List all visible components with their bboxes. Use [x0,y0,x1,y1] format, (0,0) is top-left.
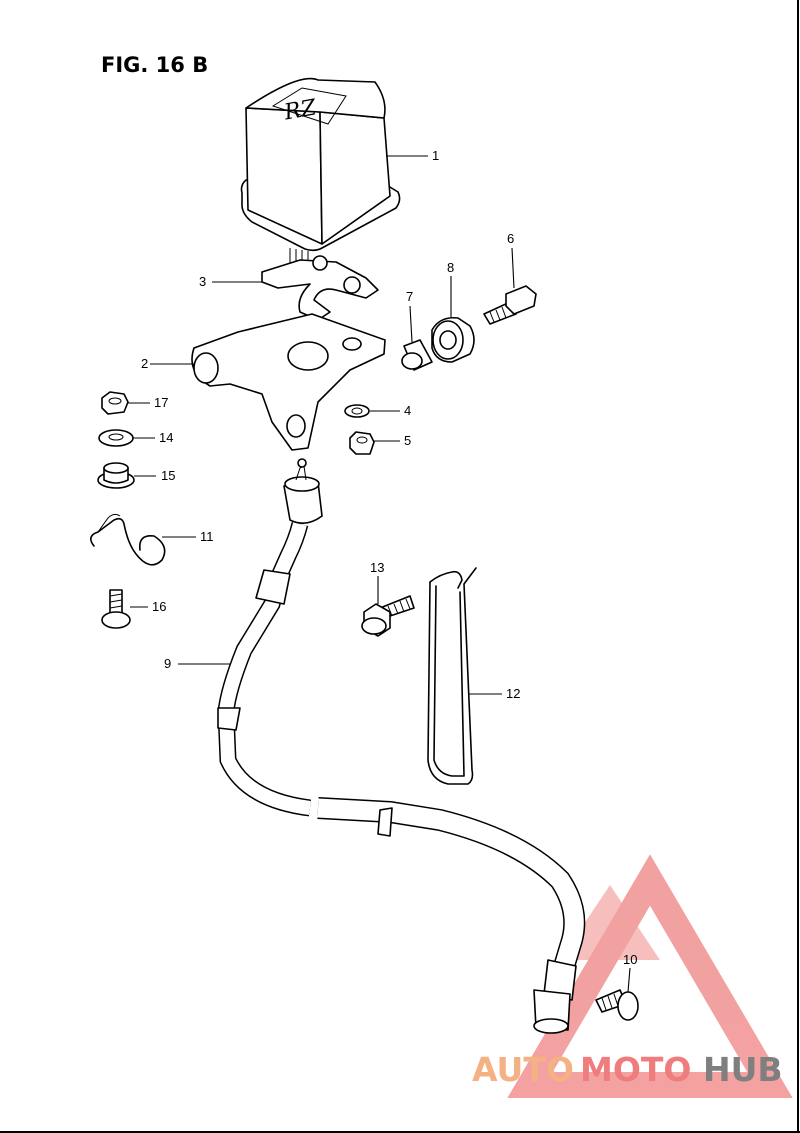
callout-6: 6 [507,231,514,246]
watermark-hub: HUB [703,1050,783,1089]
part-16-screw [101,589,131,629]
leader-lines [128,155,631,993]
part-17-nut [101,391,129,415]
part-8-grommet [431,316,475,363]
part-15-bushing [97,462,135,489]
part-9-cable [217,458,586,1034]
part-14-washer-hole [108,433,124,441]
relay-label: RZ [282,95,319,125]
figure-title: FIG. 16 B [101,53,208,77]
part-4-washer [344,404,370,418]
callout-14: 14 [159,430,173,445]
part-14-washer [98,429,134,447]
callout-7: 7 [406,289,413,304]
callout-16: 16 [152,599,166,614]
watermark-auto: AUTO [472,1050,574,1089]
part-2-bracket [191,313,386,451]
callout-4: 4 [404,403,411,418]
callout-9: 9 [164,656,171,671]
callout-10: 10 [623,952,637,967]
callout-12: 12 [506,686,520,701]
callout-17: 17 [154,395,168,410]
watermark-logo [507,854,793,1098]
part-12-wire-clamp [427,567,477,785]
watermark-inner-triangle [560,885,660,960]
callout-1: 1 [432,148,439,163]
part-6-bolt [483,285,537,325]
part-10-screw [595,989,639,1021]
callout-3: 3 [199,274,206,289]
callout-5: 5 [404,433,411,448]
part-7-collar [401,339,433,371]
part-3-plate [261,255,379,321]
part-1-relay: RZ [240,77,401,272]
part-5-nut [349,431,375,455]
callout-11: 11 [200,529,214,544]
callout-15: 15 [161,468,175,483]
part-13-bolt [361,595,415,637]
callout-2: 2 [141,356,148,371]
watermark-moto: MOTO [580,1050,691,1089]
callout-13: 13 [370,560,384,575]
part-4-washer-hole [351,407,363,415]
callout-8: 8 [447,260,454,275]
part-11-spring-clip [90,513,166,566]
watermark-text: AUTO MOTO HUB [472,1050,783,1089]
callout-numbers: 1 2 3 4 5 6 7 8 9 10 11 12 13 14 15 16 1… [141,148,637,967]
watermark-triangle [507,854,793,1098]
